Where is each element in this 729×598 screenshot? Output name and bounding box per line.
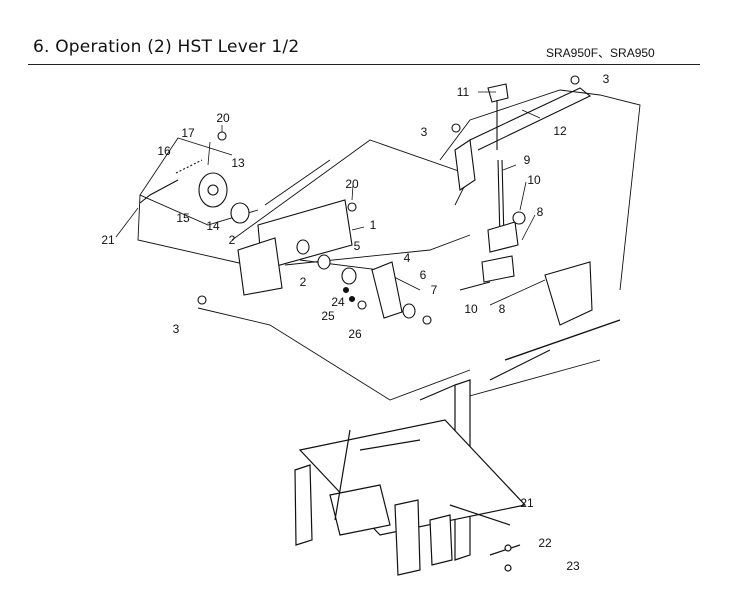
callout-5: 5: [354, 239, 361, 253]
callout-9: 9: [524, 153, 531, 167]
callout-2a: 2: [229, 233, 236, 247]
callout-21b: 21: [520, 496, 534, 510]
callout-7: 7: [431, 283, 438, 297]
callout-4: 4: [404, 251, 411, 265]
callout-13: 11: [457, 85, 470, 99]
callout-17: 15: [176, 211, 190, 225]
callout-1: 1: [370, 218, 377, 232]
callout-2b: 2: [300, 275, 307, 289]
callout-24: 24: [331, 295, 345, 309]
callout-3a: 3: [173, 322, 180, 336]
lower-frame: [294, 379, 527, 576]
callout-14: 12: [553, 124, 567, 138]
callout-20: 20: [216, 111, 230, 125]
page-title: 6. Operation (2) HST Lever 1/2: [33, 37, 300, 57]
callout-21a: 21: [101, 233, 115, 247]
callout-10: 10: [464, 302, 478, 316]
callout-8: 8: [499, 302, 506, 316]
callout-16: 14: [206, 219, 220, 233]
bracket-assembly: [139, 131, 432, 325]
leader-lines: [115, 91, 541, 241]
callout-18: 16: [157, 144, 171, 158]
callout-23: 23: [566, 559, 580, 573]
callout-3b: 3: [603, 72, 610, 86]
hst-lever-assembly: [451, 75, 621, 381]
callout-26: 26: [348, 327, 362, 341]
callout-6: 6: [420, 268, 427, 282]
callout-3c: 3: [421, 125, 428, 139]
callout-12: 10: [527, 173, 541, 187]
callout-19: 17: [181, 126, 195, 140]
model-label: SRA950F、SRA950: [546, 46, 655, 60]
callout-labels: 20 17 16 13 20 15 14 2 1 21 5 4 2 6 7 24…: [101, 72, 609, 573]
callout-25: 25: [321, 309, 335, 323]
callout-22: 22: [538, 536, 552, 550]
callout-11: 8: [537, 205, 544, 219]
callout-20b: 20: [345, 177, 359, 191]
header-rule: [28, 64, 700, 65]
callout-15: 13: [231, 156, 245, 170]
